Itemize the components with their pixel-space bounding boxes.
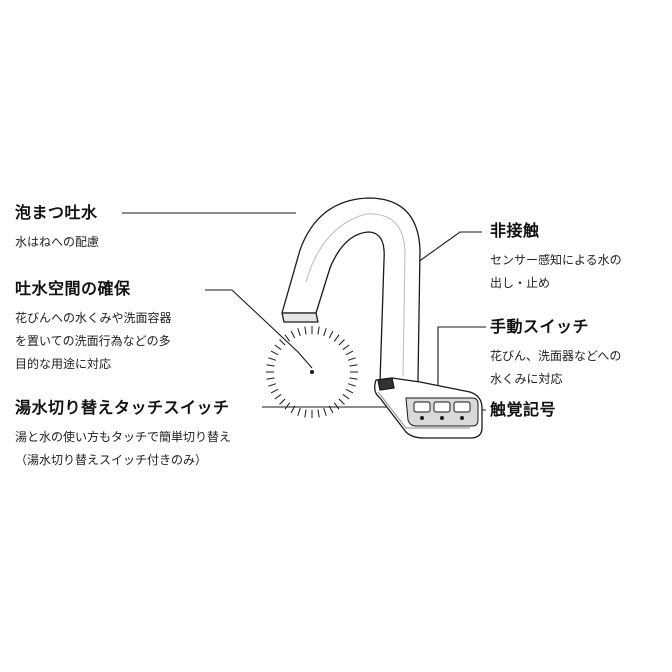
spout-space-tick	[323, 328, 327, 337]
spout-space-tick	[347, 383, 356, 387]
spout-space-tick	[266, 377, 275, 380]
desc-line: 出し・止め	[490, 276, 551, 290]
callout-title: 手動スイッチ	[490, 317, 590, 336]
switch-button-manual	[453, 401, 471, 413]
spout-space-tick	[345, 388, 354, 394]
faucet-neck-highlight	[305, 213, 406, 377]
callout-foam-spout: 泡まつ吐水 水はねへの配慮	[15, 203, 99, 254]
spout-space-tick	[270, 388, 279, 394]
desc-line: を置いての洗面行為などの多	[15, 334, 171, 348]
touch-switch-panel	[405, 397, 479, 427]
leader-manual-switch	[437, 326, 486, 398]
spout-space-tick	[349, 377, 358, 380]
spout-space-tick	[328, 330, 334, 339]
spout-space-tick	[338, 398, 345, 405]
callout-desc: 湯と水の使い方もタッチで簡単切り替え （湯水切り替えスイッチ付きのみ）	[15, 426, 231, 472]
spout-space-tick	[270, 350, 279, 356]
spout-space-center-dot	[310, 370, 314, 374]
spout-space-tick	[342, 393, 350, 400]
spout-space-tick	[297, 328, 301, 337]
callout-title: 触覚記号	[490, 400, 557, 419]
spout-space-tick	[333, 402, 340, 410]
faucet-base-front	[377, 391, 470, 429]
spout-space-tick	[304, 326, 307, 335]
callout-title: 湯水切り替えタッチスイッチ	[15, 398, 230, 417]
spout-space-tick	[284, 402, 291, 410]
spout-space-tick	[333, 334, 340, 342]
callout-manual-switch: 手動スイッチ 花びん、洗面器などへの 水くみに対応	[490, 317, 621, 391]
spout-space-tick	[284, 334, 291, 342]
spout-tip	[281, 312, 319, 323]
spout-space-tick	[290, 405, 296, 414]
spout-space-indicator	[266, 326, 358, 418]
callout-desc: センサー感知による水の 出し・止め	[490, 249, 622, 295]
desc-line: 花びんへの水くみや洗面容器	[15, 311, 172, 325]
faucet-neck	[281, 197, 421, 393]
spout-space-tick	[279, 339, 286, 346]
spout-space-tick	[268, 357, 277, 361]
spout-space-tick	[274, 344, 282, 351]
desc-line: 湯と水の使い方もタッチで簡単切り替え	[15, 430, 232, 444]
desc-line: センサー感知による水の	[490, 253, 622, 267]
spout-space-tick	[349, 364, 358, 367]
tactile-dot-2	[440, 416, 444, 420]
callout-desc: 花びん、洗面器などへの 水くみに対応	[490, 345, 621, 391]
desc-line: 目的な用途に対応	[15, 357, 112, 371]
spout-space-tick	[268, 383, 277, 387]
callout-title: 泡まつ吐水	[15, 203, 98, 222]
faucet-collar	[377, 377, 395, 391]
spout-space-tick	[266, 364, 275, 367]
desc-line: 水くみに対応	[490, 372, 563, 386]
switch-button-hot	[413, 401, 431, 413]
spout-space-tick	[274, 393, 282, 400]
callout-desc: 花びんへの水くみや洗面容器 を置いての洗面行為などの多 目的な用途に対応	[15, 307, 171, 376]
spout-space-tick	[342, 344, 350, 351]
callout-title: 非接触	[490, 221, 540, 240]
desc-line: 花びん、洗面器などへの	[490, 349, 622, 363]
callout-spout-space: 吐水空間の確保 花びんへの水くみや洗面容器 を置いての洗面行為などの多 目的な用…	[15, 279, 171, 376]
callout-mode-switch: 湯水切り替えタッチスイッチ 湯と水の使い方もタッチで簡単切り替え （湯水切り替え…	[15, 398, 231, 472]
callout-desc: 水はねへの配慮	[15, 231, 99, 254]
desc-line: （湯水切り替えスイッチ付きのみ）	[15, 453, 208, 467]
desc-line: 水はねへの配慮	[15, 235, 100, 249]
spout-space-tick	[328, 405, 334, 414]
leader-lines	[122, 212, 486, 411]
callout-title: 吐水空間の確保	[15, 279, 131, 298]
switch-button-cold	[433, 401, 451, 413]
spout-space-tick	[304, 409, 307, 418]
spout-space-tick	[297, 407, 301, 416]
callout-non-contact: 非接触 センサー感知による水の 出し・止め	[490, 221, 622, 295]
spout-space-tick	[338, 339, 345, 346]
spout-space-tick	[347, 357, 356, 361]
tactile-dot-1	[420, 416, 424, 420]
spout-space-tick	[317, 326, 320, 335]
leader-spout-space-diag	[231, 289, 313, 369]
tactile-dot-3	[460, 416, 464, 420]
spout-space-tick	[279, 398, 286, 405]
spout-space-tick	[290, 330, 296, 339]
spout-space-tick	[323, 407, 327, 416]
spout-space-tick	[345, 350, 354, 356]
callout-tactile-mark: 触覚記号	[490, 400, 556, 420]
spout-space-tick	[317, 409, 320, 418]
